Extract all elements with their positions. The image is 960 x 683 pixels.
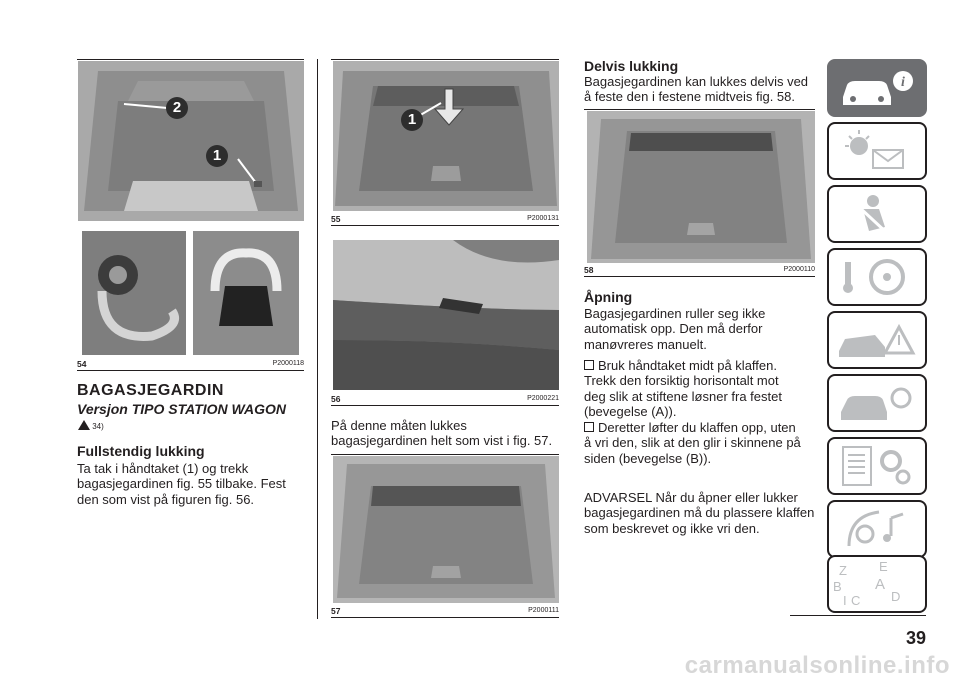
- fig54-bottom-rule: [77, 370, 304, 371]
- index-letter: E: [879, 559, 888, 574]
- col3-partial-paragraph: Bagasjegardinen kan lukkes delvis ved å …: [584, 74, 819, 105]
- page-number: 39: [905, 628, 926, 648]
- col3-opening-paragraph: Bagasjegardinen ruller seg ikke automati…: [584, 306, 819, 352]
- bullet-2: Deretter løfter du klaffen opp, uten å v…: [584, 420, 824, 466]
- warning-ref: 34): [78, 420, 104, 431]
- sidebar-tab-service[interactable]: [827, 374, 927, 432]
- heading-opening: Åpning: [584, 289, 633, 305]
- fig56-bottom-rule: [331, 405, 559, 406]
- fig54-top-rule: [77, 59, 304, 60]
- fig58-code: P2000110: [783, 266, 815, 273]
- fig58-photo: [587, 111, 815, 263]
- fig58-top-rule: [584, 109, 815, 110]
- fig55-bottom-rule: [331, 225, 559, 226]
- version-subtitle: Versjon TIPO STATION WAGON: [77, 401, 286, 417]
- index-letter: B: [833, 579, 842, 594]
- index-letter: D: [891, 589, 900, 604]
- fig57-number: 57: [331, 606, 341, 616]
- index-letter: C: [851, 593, 860, 608]
- col3-line: Bagasjegardinen ruller seg ikke: [584, 306, 766, 321]
- callout-2: 2: [166, 97, 188, 119]
- sidebar-tab-starting[interactable]: [827, 248, 927, 306]
- fig57-bottom-rule: [331, 617, 559, 618]
- sidebar-tab-safety[interactable]: [827, 185, 927, 243]
- car-service-icon: [841, 387, 912, 420]
- col3-line: automatisk opp. Den må derfor: [584, 321, 763, 337]
- col1-line: bagasjegardinen fig. 55 tilbake. Fest: [77, 476, 286, 492]
- sidebar-tab-emergency[interactable]: [827, 311, 927, 369]
- fig57-code: P2000111: [528, 607, 559, 614]
- car-info-icon: i: [843, 71, 913, 105]
- col3-line: Bagasjegardinen kan lukkes delvis ved: [584, 74, 809, 89]
- fig56-number: 56: [331, 394, 341, 404]
- bullet-square-icon: [584, 422, 594, 432]
- specs-gears-icon: [842, 446, 911, 486]
- fig57-photo: [333, 456, 559, 603]
- col1-line: den som vist på figuren fig. 56.: [77, 491, 255, 507]
- bullet-line: Deretter løfter du klaffen opp, uten: [598, 420, 796, 435]
- sidebar-tab-specs[interactable]: [827, 437, 927, 495]
- index-letter: Z: [839, 563, 847, 578]
- lights-mail-icon: [845, 130, 904, 169]
- fig54-photo-tiedown-left: [82, 231, 186, 355]
- fig55-code: P2000131: [527, 215, 559, 222]
- sidebar-tab-index[interactable]: Z E A B C D I: [827, 555, 927, 613]
- col3-line: manøvreres manuelt.: [584, 336, 707, 352]
- callout-1: 1: [206, 145, 228, 167]
- warning-line: bagasjegardinen må du plassere klaffen: [584, 505, 815, 521]
- fig58-bottom-rule: [584, 276, 815, 277]
- warning-line: ADVARSEL Når du åpner eller lukker: [584, 490, 798, 505]
- column-divider: [317, 59, 318, 619]
- fig55-top-rule: [331, 59, 559, 60]
- fig54-code: P2000118: [272, 360, 304, 367]
- section-title: BAGASJEGARDIN: [77, 382, 224, 399]
- bullet-line: Bruk håndtaket midt på klaffen.: [598, 358, 777, 373]
- key-steering-icon: [843, 259, 905, 295]
- fig57-top-rule: [331, 454, 559, 455]
- fig55-number: 55: [331, 214, 341, 224]
- warning-triangle-icon: [78, 420, 90, 430]
- seat-airbag-icon: [857, 195, 889, 235]
- car-warning-icon: [839, 323, 916, 357]
- multimedia-icon: [847, 510, 904, 547]
- watermark: carmanualsonline.info: [684, 652, 950, 679]
- fig58-number: 58: [584, 265, 594, 275]
- sidebar-tab-car-info[interactable]: i: [827, 59, 927, 117]
- svg-text:i: i: [901, 75, 905, 90]
- col2-line: På denne måten lukkes: [331, 418, 467, 433]
- col2-paragraph: På denne måten lukkes bagasjegardinen he…: [331, 418, 566, 449]
- warning-ref-number: 34): [92, 422, 104, 431]
- fig54-number: 54: [77, 359, 87, 369]
- sidebar-tab-lights[interactable]: [827, 122, 927, 180]
- bullet-square-icon: [584, 360, 594, 370]
- fig56-code: P2000221: [527, 395, 559, 402]
- sidebar-tab-multimedia[interactable]: [827, 500, 927, 558]
- bullet-line: deg slik at stiftene løsner fra festet: [584, 388, 782, 404]
- heading-full-closing: Fullstendig lukking: [77, 443, 205, 459]
- bullet-line: Trekk den forsiktig horisontalt mot: [584, 373, 779, 389]
- heading-partial-closing: Delvis lukking: [584, 58, 679, 74]
- fig54-photo-tiedown-right: [193, 231, 299, 355]
- bullet-line: (bevegelse (A)).: [584, 404, 677, 420]
- warning-line: som beskrevet og ikke vri den.: [584, 520, 760, 536]
- col3-line: å feste den i festene midtveis fig. 58.: [584, 89, 796, 105]
- warning-paragraph: ADVARSEL Når du åpner eller lukker bagas…: [584, 490, 824, 536]
- index-letter: I: [843, 593, 847, 608]
- callout-1: 1: [401, 109, 423, 131]
- bullet-line: å vri den, slik at den glir i skinnene p…: [584, 435, 801, 451]
- index-icon: Z E A B C D I: [833, 559, 900, 608]
- page-number-rule: [790, 615, 926, 616]
- col1-line: Ta tak i håndtaket (1) og trekk: [77, 461, 249, 476]
- fig54-photo-trunk: 2 1: [78, 61, 304, 221]
- col1-paragraph: Ta tak i håndtaket (1) og trekk bagasjeg…: [77, 461, 307, 507]
- col2-line: bagasjegardinen helt som vist i fig. 57.: [331, 433, 553, 449]
- fig55-photo: 1: [333, 61, 559, 211]
- bullet-1: Bruk håndtaket midt på klaffen. Trekk de…: [584, 358, 824, 420]
- bullet-line: siden (bevegelse (B)).: [584, 450, 712, 466]
- index-letter: A: [875, 576, 885, 593]
- fig56-photo: [333, 240, 559, 390]
